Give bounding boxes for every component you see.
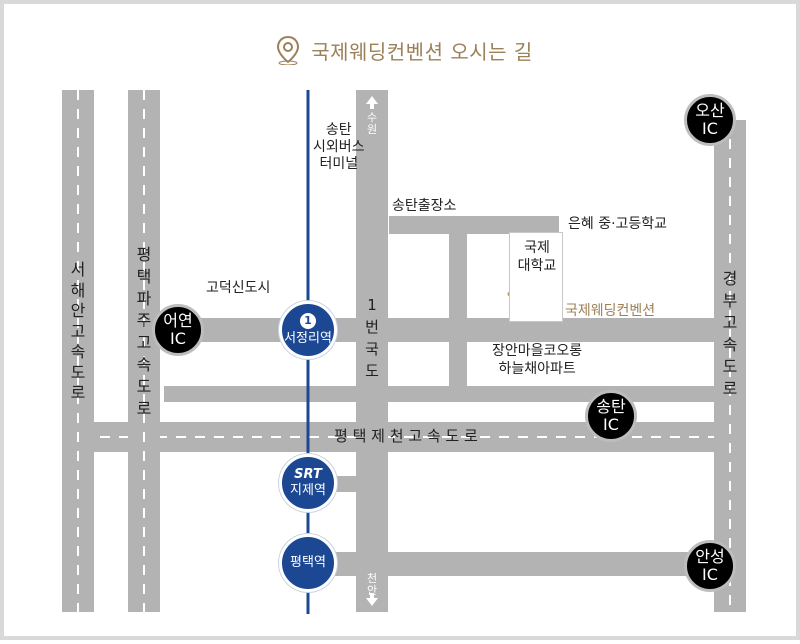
pyeongtaek-highway-label: 평 택 제 천 고 속 도 로: [334, 427, 478, 445]
apartment-label: 장안마을코오롱 하늘채아파트: [492, 343, 583, 377]
road-mid: [449, 216, 467, 386]
line-number-badge: 1: [300, 313, 316, 329]
paju-highway-label: 평 택 파 주 고 속 도 로: [136, 245, 152, 418]
osan-ic-badge: 오산 IC: [684, 94, 736, 146]
songtan-ic-badge: 송탄 IC: [585, 390, 637, 442]
page-title: 국제웨딩컨벤션 오시는 길: [311, 39, 533, 64]
arrow-down-icon: [366, 598, 378, 606]
anseong-ic-badge: 안성 IC: [684, 540, 736, 592]
convention-label: 국제웨딩컨벤션: [565, 303, 656, 319]
west-highway-label: 서 해 안 고 속 도 로: [70, 260, 86, 402]
station-name: 평택역: [290, 555, 326, 570]
school-label: 은혜 중·고등학교: [568, 216, 668, 232]
university-box: 국제 대학교: [509, 232, 563, 322]
suwon-label: 수원: [366, 111, 378, 136]
road-office: [389, 216, 559, 234]
seojeongri-station: 1 서정리역: [279, 301, 337, 359]
srt-logo: SRT: [294, 467, 322, 482]
office-label: 송탄출장소: [392, 198, 457, 214]
map-header: 국제웨딩컨벤션 오시는 길: [4, 32, 800, 68]
road-west-highway: [62, 90, 94, 612]
national-road-label: 1 번 국 도: [365, 296, 379, 380]
road-anseong: [334, 552, 719, 576]
arrow-up-icon: [366, 96, 378, 104]
road-paju-highway: [128, 90, 160, 612]
road-national-1: [356, 90, 388, 612]
pyeongtaek-station: 평택역: [279, 534, 337, 592]
road-map: [62, 90, 746, 614]
road-seojeongri: [164, 318, 719, 342]
jije-station: SRT 지제역: [279, 454, 337, 512]
terminal-label: 송탄 시외버스 터미널: [313, 122, 365, 172]
gyeongbu-highway-label: 경 부 고 속 도 로: [722, 269, 738, 398]
road-jije: [334, 476, 359, 492]
location-pin-icon: [277, 35, 300, 65]
newtown-label: 고덕신도시: [206, 280, 271, 296]
eoyeon-ic-badge: 어연 IC: [152, 304, 204, 356]
station-name: 서정리역: [284, 331, 332, 346]
road-songtan-ic: [164, 386, 719, 402]
university-label: 국제 대학교: [517, 240, 557, 274]
station-name: 지제역: [290, 483, 326, 498]
cheonan-label: 천안: [366, 572, 378, 597]
